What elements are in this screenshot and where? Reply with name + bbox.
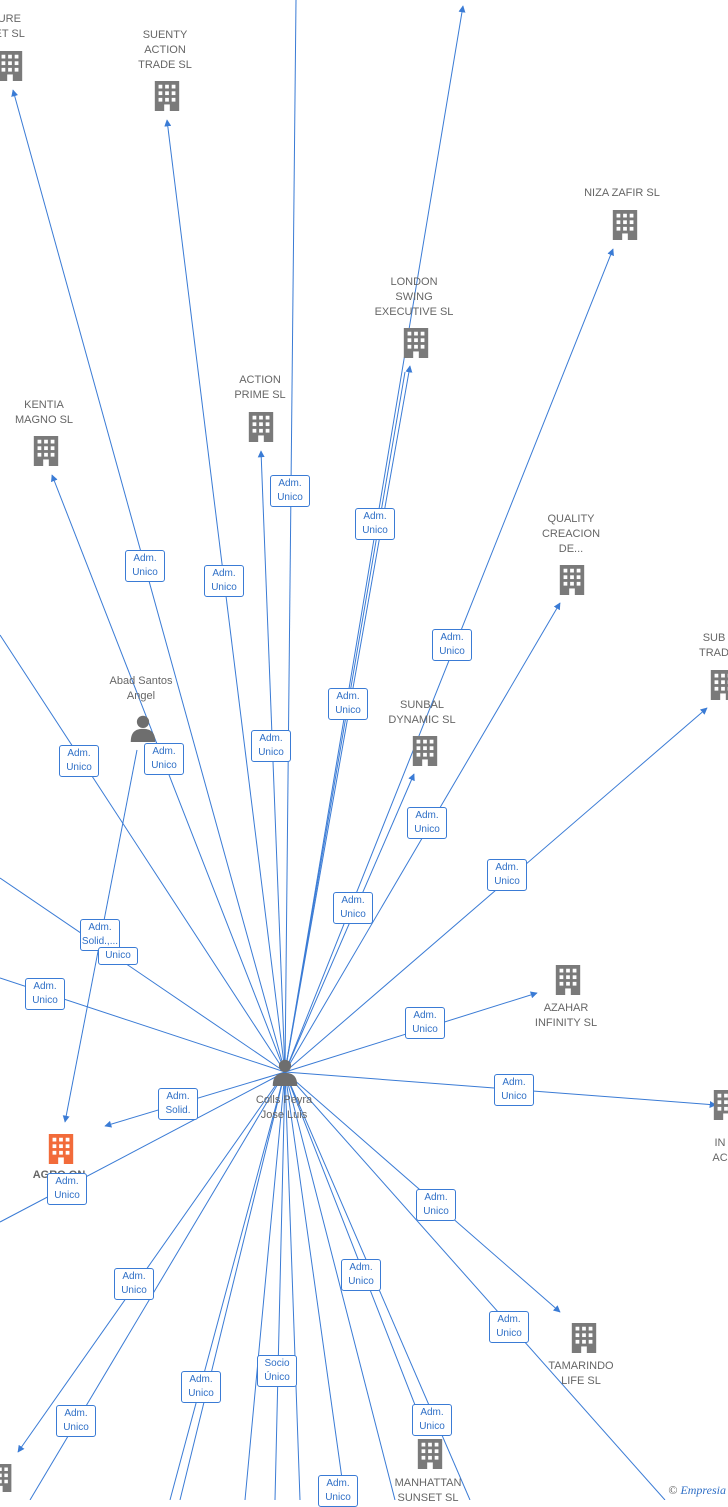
company-label[interactable]: ACTION PRIME SL	[234, 374, 286, 401]
building-icon[interactable]	[555, 965, 581, 995]
brand-logo-text: Empresia	[680, 1483, 726, 1497]
edge-label-box[interactable]: Adm. Unico	[270, 475, 310, 507]
building-icon[interactable]	[612, 210, 638, 240]
building-icon[interactable]	[412, 736, 438, 766]
company-label[interactable]: NIZA ZAFIR SL	[584, 187, 660, 199]
edge-label-box[interactable]: Adm. Unico	[412, 1404, 452, 1436]
edge-label-box[interactable]: Adm. Unico	[494, 1074, 534, 1106]
building-icon[interactable]	[559, 565, 585, 595]
company-label[interactable]: SUENTY ACTION TRADE SL	[138, 29, 192, 71]
company-label[interactable]: MANHATTAN SUNSET SL	[394, 1477, 462, 1504]
edge-line-27	[284, 1071, 396, 1500]
edge-label-box[interactable]: Adm. Unico	[25, 978, 65, 1010]
edge-line-31	[284, 1071, 666, 1500]
company-label[interactable]: SUNBAL DYNAMIC SL	[388, 699, 456, 726]
edge-label-box[interactable]: Adm. Unico	[56, 1405, 96, 1437]
edge-line-26	[284, 1071, 346, 1500]
building-icon[interactable]	[0, 1464, 12, 1492]
edge-label-box[interactable]: Adm. Unico	[489, 1311, 529, 1343]
edge-label-box[interactable]: Adm. Unico	[355, 508, 395, 540]
building-icon[interactable]	[713, 1090, 728, 1120]
company-label[interactable]: TAMARINDO LIFE SL	[548, 1360, 614, 1387]
building-icon[interactable]	[33, 436, 59, 466]
edge-line-0	[284, 0, 297, 1073]
edge-line-25	[284, 1071, 301, 1500]
company-label[interactable]: SUB TRAD	[699, 632, 728, 659]
building-icon[interactable]	[417, 1439, 443, 1469]
edge-label-box[interactable]: Unico	[98, 947, 138, 965]
edge-label-box[interactable]: Adm. Unico	[341, 1259, 381, 1291]
edge-line-24	[274, 1071, 286, 1500]
edge-line-22	[179, 1071, 286, 1500]
edge-line-12	[0, 634, 286, 1073]
edge-label-box[interactable]: Adm. Unico	[181, 1371, 221, 1403]
edge-label-box[interactable]: Adm. Unico	[407, 807, 447, 839]
edge-label-box[interactable]: Adm. Solid.,...	[80, 919, 120, 951]
building-icon[interactable]	[248, 412, 274, 442]
building-icon[interactable]	[403, 328, 429, 358]
edge-label-box[interactable]: Adm. Unico	[144, 743, 184, 775]
edge-label-box[interactable]: Adm. Unico	[328, 688, 368, 720]
edge-label-box[interactable]: Adm. Unico	[405, 1007, 445, 1039]
edge-line-13	[0, 877, 286, 1073]
edge-label-box[interactable]: Adm. Unico	[114, 1268, 154, 1300]
edge-label-box[interactable]: Adm. Unico	[432, 629, 472, 661]
edge-label-box[interactable]: Adm. Unico	[251, 730, 291, 762]
building-icon[interactable]	[0, 51, 23, 81]
edge-line-21	[169, 1071, 286, 1500]
edge-label-box[interactable]: Adm. Unico	[487, 859, 527, 891]
center-person-label[interactable]: Colls Peyra Jose Luis	[255, 1094, 313, 1121]
edge-label-box[interactable]: Adm. Solid.	[158, 1088, 198, 1120]
company-label[interactable]: TURE SET SL	[0, 13, 25, 40]
edge-label-box[interactable]: Adm. Unico	[125, 550, 165, 582]
edge-label-box[interactable]: Adm. Unico	[204, 565, 244, 597]
company-label[interactable]: QUALITY CREACION DE...	[541, 513, 601, 555]
company-label[interactable]: AZAHAR INFINITY SL	[534, 1002, 598, 1029]
company-label[interactable]: IN AC	[712, 1137, 728, 1164]
building-icon[interactable]	[154, 81, 180, 111]
edge-line-28	[284, 1071, 425, 1429]
edge-line-19	[17, 1071, 286, 1453]
company-label[interactable]: LONDON SWING EXECUTIVE SL	[374, 276, 454, 318]
edge-label-box[interactable]: Socio Único	[257, 1355, 297, 1387]
edge-line-6	[284, 371, 406, 1073]
edge-label-box[interactable]: Adm. Unico	[47, 1173, 87, 1205]
edge-label-box[interactable]: Adm. Unico	[59, 745, 99, 777]
building-icon[interactable]	[571, 1323, 597, 1353]
edge-label-box[interactable]: Adm. Unico	[333, 892, 373, 924]
building-icon[interactable]	[48, 1134, 74, 1164]
copyright-watermark: ©Empresia	[668, 1483, 726, 1498]
edge-label-box[interactable]: Adm. Unico	[416, 1189, 456, 1221]
company-label[interactable]: KENTIA MAGNO SL	[14, 399, 74, 426]
building-icon[interactable]	[710, 670, 728, 700]
edge-label-box[interactable]: Adm. Unico	[318, 1475, 358, 1507]
copyright-symbol: ©	[668, 1483, 678, 1497]
edge-line-23	[244, 1071, 286, 1500]
person-label[interactable]: Abad Santos Angel	[109, 675, 173, 702]
